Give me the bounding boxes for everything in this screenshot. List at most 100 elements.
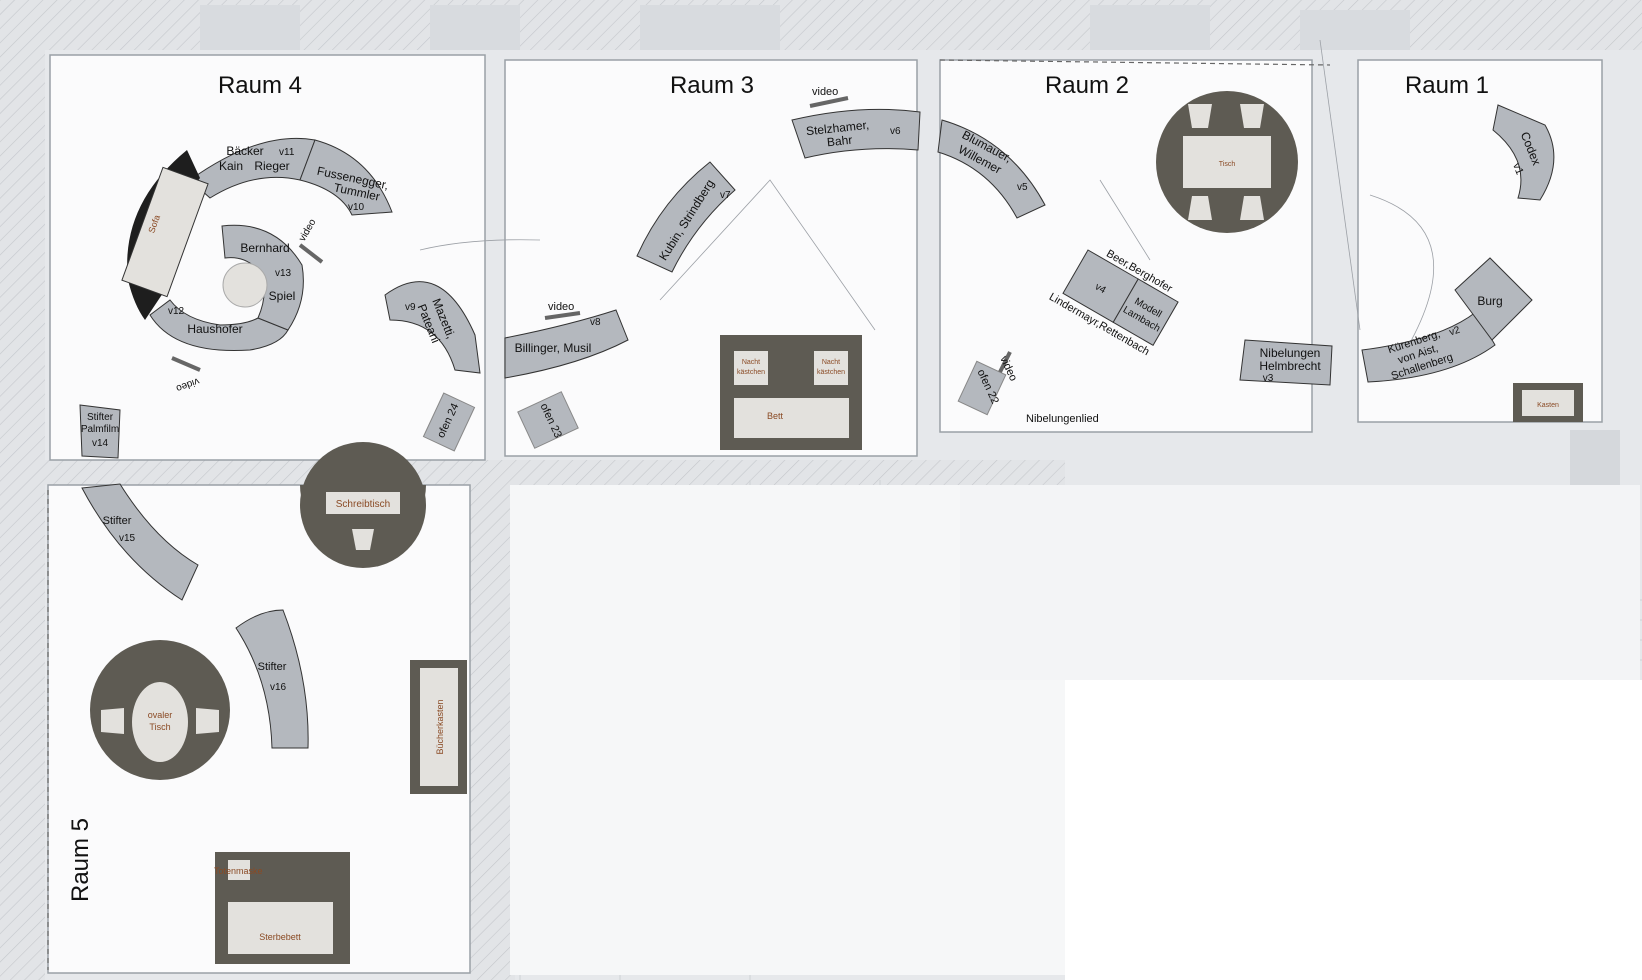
vitrine-v10[interactable] bbox=[299, 139, 393, 216]
nightstand-right-line2: kästchen bbox=[817, 369, 845, 376]
vitrine-v10-code: v10 bbox=[348, 202, 365, 213]
sterbebett bbox=[228, 902, 333, 954]
vitrine-v5-code: v5 bbox=[1017, 182, 1028, 193]
tisch-label: Tisch bbox=[1219, 161, 1236, 168]
vitrine-v1-code: v1 bbox=[1510, 161, 1525, 176]
vitrine-v3-line2: Helmbrecht bbox=[1259, 359, 1321, 373]
nightstand-right bbox=[814, 351, 848, 385]
schreibtisch-top bbox=[326, 492, 400, 514]
chair bbox=[1240, 196, 1264, 220]
vitrine-v8-code: v8 bbox=[590, 317, 601, 328]
sofa[interactable] bbox=[121, 166, 209, 298]
inner-wall-middle bbox=[45, 460, 1065, 485]
video-label-v6: video bbox=[812, 86, 838, 98]
vitrine-v11-line2: Kain bbox=[219, 159, 243, 173]
video-marker-v8 bbox=[544, 311, 581, 320]
kasten-inner bbox=[1522, 390, 1574, 416]
outer-wall-left bbox=[0, 0, 45, 980]
video-marker bbox=[998, 351, 1012, 373]
ofen-24-box bbox=[422, 392, 476, 452]
oval-table-line1: ovaler bbox=[148, 710, 173, 720]
chair bbox=[1188, 104, 1212, 128]
sterbebett-label: Sterbebett bbox=[259, 932, 301, 942]
oval-table-line2: Tisch bbox=[149, 722, 170, 732]
tisch-top bbox=[1183, 136, 1271, 188]
vitrine-v6-code: v6 bbox=[890, 126, 901, 137]
sofa-seat bbox=[121, 166, 209, 298]
spiral-center bbox=[222, 262, 268, 308]
ofen-23[interactable] bbox=[517, 391, 579, 449]
vitrine-v14[interactable] bbox=[79, 404, 121, 459]
ofen-22[interactable] bbox=[957, 360, 1007, 416]
chair bbox=[1188, 196, 1212, 220]
room-5-label: Raum 5 bbox=[67, 818, 94, 902]
inner-wall-vertical bbox=[470, 480, 515, 980]
vitrine-v3[interactable] bbox=[1239, 339, 1333, 386]
vitrine-v9-code: v9 bbox=[405, 302, 416, 313]
vitrine-v2[interactable] bbox=[1361, 311, 1496, 383]
video-label-v8: video bbox=[548, 301, 574, 313]
ofen-24[interactable] bbox=[422, 392, 476, 452]
vitrine-v8[interactable] bbox=[504, 309, 629, 379]
burg-model[interactable] bbox=[1454, 257, 1533, 341]
vitrine-v15-label: Stifter bbox=[103, 515, 132, 527]
nightstand-left-line2: kästchen bbox=[737, 369, 765, 376]
modell-lambach[interactable] bbox=[1112, 278, 1179, 346]
vitrine-v1[interactable] bbox=[1492, 104, 1555, 201]
vitrine-v2-code: v2 bbox=[1448, 325, 1462, 339]
room-1-label: Raum 1 bbox=[1405, 72, 1489, 99]
kasten-label: Kasten bbox=[1537, 402, 1559, 409]
video-marker-v13 bbox=[298, 243, 324, 264]
vitrine-v14-line2: Palmfilm bbox=[81, 424, 119, 435]
vitrine-v12-label: Haushofer bbox=[187, 322, 242, 336]
oval-table-top bbox=[132, 682, 188, 762]
outside-area bbox=[1065, 680, 1642, 980]
vitrine-v14-code: v14 bbox=[92, 438, 109, 449]
video-marker-v6 bbox=[809, 96, 849, 108]
buecherkasten-inner bbox=[420, 668, 458, 786]
window-niche bbox=[1090, 5, 1210, 50]
vitrine-v16[interactable] bbox=[235, 609, 309, 749]
vitrine-v13-line2: Spiel bbox=[269, 289, 296, 303]
nibelungenlied-label: Nibelungenlied bbox=[1026, 413, 1099, 425]
window-niche bbox=[430, 5, 520, 50]
ofen-22-box bbox=[957, 360, 1007, 416]
vitrine-v8-label: Billinger, Musil bbox=[515, 341, 592, 355]
vitrine-v14-line1: Stifter bbox=[87, 412, 114, 423]
vitrine-v5[interactable] bbox=[937, 119, 1046, 219]
vitrine-v9[interactable] bbox=[384, 281, 481, 374]
chair bbox=[101, 708, 124, 734]
bed-label: Bett bbox=[767, 411, 784, 421]
vitrine-v3-line1: Nibelungen bbox=[1260, 346, 1321, 360]
vitrine-v7[interactable] bbox=[636, 161, 736, 273]
vitrine-v15[interactable] bbox=[81, 483, 199, 601]
vitrine-v16-code: v16 bbox=[270, 682, 287, 693]
vitrine-v15-code: v15 bbox=[119, 533, 136, 544]
bed-mattress bbox=[734, 398, 849, 438]
buecherkasten-label: Bücherkasten bbox=[435, 699, 445, 754]
vitrine-v7-code: v7 bbox=[720, 190, 731, 201]
dashed-boundary bbox=[939, 59, 1331, 66]
vitrine-v11-line1: Bäcker bbox=[226, 144, 263, 158]
window-niche bbox=[640, 5, 780, 50]
video-marker-v12 bbox=[171, 356, 201, 372]
window-niche bbox=[200, 5, 300, 50]
room-4-label: Raum 4 bbox=[218, 72, 302, 99]
burg-label: Burg bbox=[1477, 294, 1502, 308]
nightstand-right-line1: Nacht bbox=[822, 359, 840, 366]
vitrine-v11-line3: Rieger bbox=[254, 159, 289, 173]
vitrine-v13-line1: Bernhard bbox=[240, 241, 289, 255]
nightstand-left bbox=[734, 351, 768, 385]
schreibtisch-label: Schreibtisch bbox=[336, 499, 390, 510]
nightstand-left-line1: Nacht bbox=[742, 359, 760, 366]
totenmaske-label: Totenmaske bbox=[214, 866, 263, 876]
ofen-23-box bbox=[517, 391, 579, 449]
desk-chair bbox=[352, 529, 374, 550]
chair bbox=[196, 708, 219, 734]
corridor-floor bbox=[960, 485, 1640, 680]
vitrine-v6[interactable] bbox=[791, 108, 921, 159]
vitrine-v11-code: v11 bbox=[279, 147, 295, 158]
vitrine-v12-code: v12 bbox=[168, 306, 185, 317]
